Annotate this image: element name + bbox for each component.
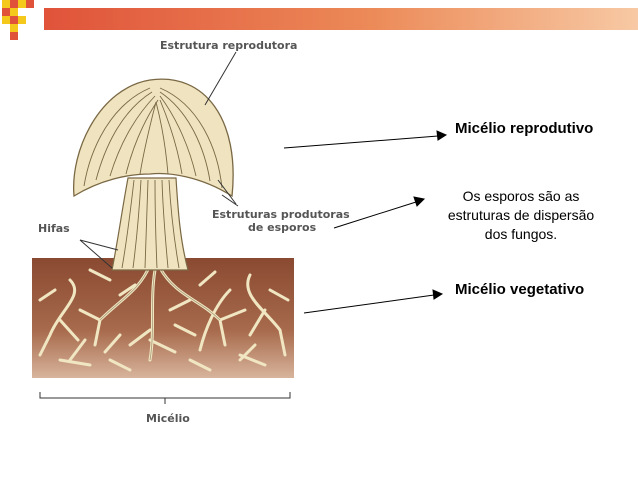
annotation-esporos-line3: dos fungos. — [430, 225, 612, 244]
annotation-esporos-line2: estruturas de dispersão — [430, 206, 612, 225]
label-estruturas-produtoras: Estruturas produtoras — [212, 208, 350, 221]
label-micelio: Micélio — [146, 412, 190, 425]
annotation-esporos-line1: Os esporos são as — [430, 187, 612, 206]
stalk — [112, 178, 188, 270]
label-de-esporos: de esporos — [248, 221, 317, 234]
annotation-micelio-vegetativo: Micélio vegetativo — [455, 281, 584, 298]
arrow-vegetativo — [304, 295, 434, 313]
label-estrutura-reprodutora: Estrutura reprodutora — [160, 39, 297, 52]
annotation-esporos: Os esporos são as estruturas de dispersã… — [430, 187, 612, 244]
label-hifas: Hifas — [38, 222, 70, 235]
annotation-micelio-reprodutivo: Micélio reprodutivo — [455, 120, 593, 137]
arrow-reprodutivo — [284, 136, 438, 148]
